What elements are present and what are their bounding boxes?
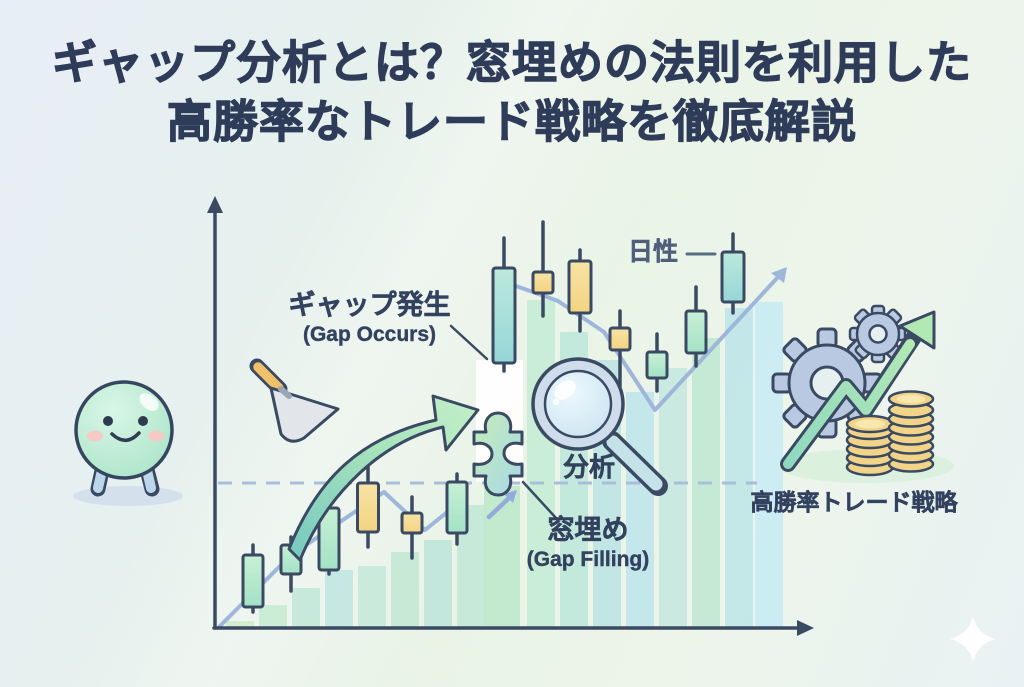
volume-bar [292, 588, 320, 628]
gap-occurs-leader [449, 324, 489, 361]
gap-filling-en: (Gap Filling) [526, 547, 650, 571]
volume-bar [527, 300, 555, 628]
volume-bar [358, 566, 386, 628]
trowel-icon [249, 358, 340, 443]
strategy-label: 高勝率トレード戦略 [750, 489, 958, 515]
analysis-label: 分析 [562, 452, 616, 482]
mascot-smile [110, 431, 141, 442]
x-axis-arrow-icon [797, 620, 814, 636]
y-axis-arrow-icon [207, 196, 223, 213]
volume-bar [259, 605, 287, 628]
candle-body [491, 266, 517, 365]
big-growth-arrow-icon [287, 394, 480, 562]
volume-bar [325, 570, 353, 628]
volume-bar [226, 621, 254, 628]
volume-bar [626, 392, 654, 628]
gap-occurs-label: ギャップ発生 (Gap Occurs) [282, 290, 457, 346]
title-line-2: 高勝率なトレード戦略を徹底解説 [166, 95, 857, 147]
trend-arrowhead-icon [771, 267, 787, 283]
small-gear-icon [848, 304, 907, 364]
mascot-eye [138, 416, 148, 426]
mascot-eye [103, 416, 113, 426]
gap-occurs-en: (Gap Occurs) [302, 322, 437, 346]
volume-bar [725, 308, 753, 628]
coin-stacks-icon [845, 390, 935, 477]
mascot-character [73, 380, 183, 506]
candle-body [400, 511, 424, 535]
candle-body [531, 270, 555, 295]
mascot-cheek [148, 430, 164, 442]
gap-fill-arrow-icon [486, 490, 517, 520]
candle-body [356, 481, 380, 534]
mascot-shadow [73, 486, 183, 506]
strategy-illustration [771, 304, 954, 483]
daily-candle-label: 日性 [628, 238, 679, 266]
page-title: ギャップ分析とは？窓埋めの法則を利用した 高勝率なトレード戦略を徹底解説 [0, 34, 1024, 151]
sparkle-icon [950, 616, 996, 662]
candle-body [645, 350, 669, 380]
volume-bar [391, 552, 419, 628]
magnifier-icon [531, 357, 668, 496]
candle-body [241, 553, 265, 609]
mascot-body [74, 380, 174, 480]
puzzle-piece-icon [472, 411, 524, 497]
candle-body [445, 480, 469, 535]
leader-lines [449, 252, 717, 520]
candle-body [684, 309, 708, 355]
candle-body [720, 250, 746, 304]
zigzag-growth-arrow-icon [780, 310, 936, 472]
volume-bar [484, 486, 520, 628]
candle-body [567, 259, 593, 315]
volume-bar [424, 540, 452, 628]
volume-bars [226, 300, 783, 628]
chart-axes [212, 210, 802, 630]
mascot-cheek [87, 430, 103, 442]
gap-filling-leader [521, 480, 558, 520]
gap-filling-label: 窓埋め (Gap Filling) [512, 515, 664, 571]
candle-body [608, 326, 632, 352]
gap-filling-jp: 窓埋め [547, 515, 629, 545]
gap-occurs-jp: ギャップ発生 [288, 290, 451, 320]
title-line-1: ギャップ分析とは？窓埋めの法則を利用した [51, 36, 972, 88]
candlestick-chart [241, 220, 746, 614]
volume-bar [659, 368, 687, 628]
